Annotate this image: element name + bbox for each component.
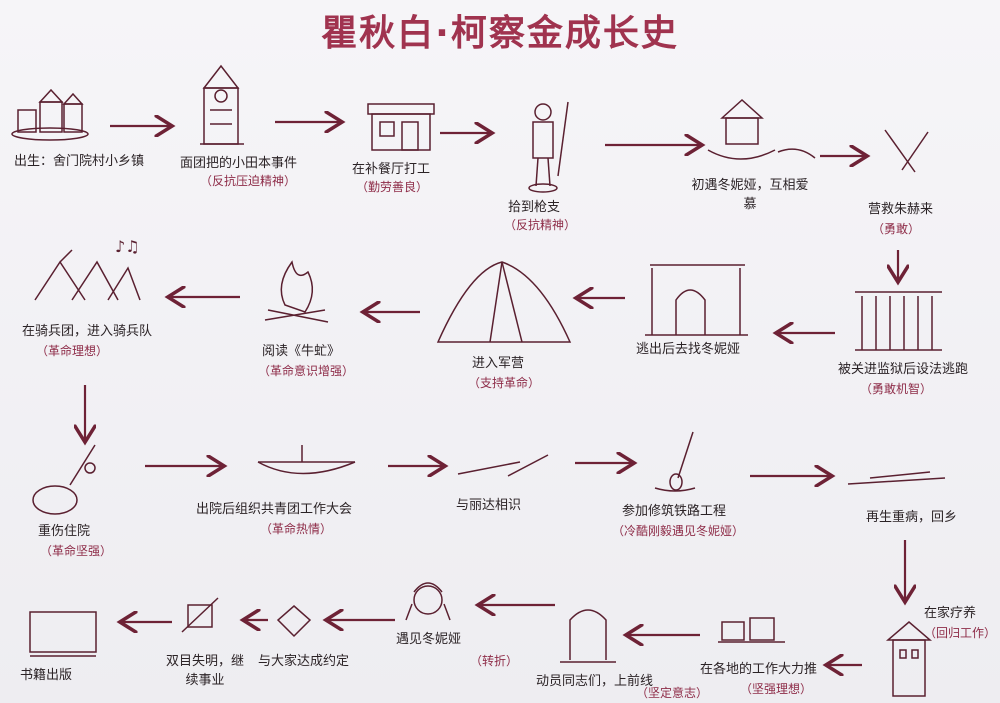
node-17-label: 在家疗养: [924, 606, 977, 621]
node-10-tag: （革命意识增强）: [258, 364, 355, 378]
node-15-tag: （冷酷刚毅遇见冬妮娅）: [612, 524, 745, 538]
village-icon: [11, 88, 89, 141]
node-4-tag: （反抗精神）: [504, 218, 577, 232]
node-17-tag: （回归工作）: [924, 626, 997, 640]
node-19-tag: （坚定意志）: [636, 686, 709, 700]
node-6-label: 营救朱赫来: [868, 202, 934, 217]
node-18-label: 在各地的工作大力推: [700, 662, 818, 677]
node-14-label: 与丽达相识: [456, 498, 522, 513]
node-11-label: 在骑兵团，进入骑兵队: [22, 324, 153, 339]
node-10-label: 阅读《牛虻》: [262, 344, 341, 359]
crossed-weapons-icon: [884, 129, 929, 173]
arched-doorway-icon: [645, 264, 748, 336]
cavalry-horses-icon: ♪♫: [34, 237, 141, 301]
book-icon: [29, 611, 97, 657]
node-7-tag: （勇敢机智）: [860, 382, 933, 396]
node-13-label: 出院后组织共青团工作大会: [196, 502, 353, 517]
soldier-with-rifle-icon: [528, 101, 569, 193]
building-icon: [885, 621, 933, 697]
node-6-tag: （勇敢）: [872, 222, 921, 236]
node-4-label: 拾到枪支: [508, 200, 561, 215]
svg-text:♪♫: ♪♫: [115, 237, 140, 256]
road-sign-icon: [276, 605, 312, 638]
shovel-icon: [654, 431, 696, 492]
clock-tower-icon: [200, 64, 244, 145]
prison-bars-icon: [855, 291, 942, 351]
node-9-tag: （支持革命）: [468, 376, 541, 390]
node-5-label: 初遇冬妮娅，互相爱慕: [691, 178, 809, 212]
diagram-title: 瞿秋白·柯察金成长史: [321, 13, 679, 54]
node-7-label: 被关进监狱后设法逃跑: [838, 362, 969, 377]
node-13-tag: （革命热情）: [260, 522, 333, 536]
assembly-crowd-icon: [257, 445, 356, 475]
node-21-label: 与大家达成约定: [258, 654, 350, 669]
wounded-soldier-icon: [32, 444, 96, 515]
node-3-label: 在补餐厅打工: [352, 162, 431, 177]
node-3-tag: （勤劳善良）: [356, 180, 429, 194]
blind-eye-icon: [181, 597, 219, 633]
node-15-label: 参加修筑铁路工程: [622, 504, 727, 519]
lying-figure-icon: [847, 471, 946, 485]
campfire-icon: [264, 260, 329, 323]
broken-stick-icon: [457, 454, 549, 477]
gravestone-icon: [560, 609, 616, 663]
girl-portrait-icon: [405, 582, 451, 621]
node-12-tag: （革命坚强）: [40, 544, 113, 558]
node-16-label: 再生重病，回乡: [866, 510, 958, 525]
desk-papers-icon: [718, 617, 785, 643]
node-22-label: 双目失明，继续事业: [165, 654, 244, 688]
node-1-label: 出生：舍门院村小乡镇: [14, 154, 145, 169]
node-2-tag: （反抗压迫精神）: [200, 174, 297, 188]
tent-icon: [436, 261, 572, 343]
node-18-tag: （坚强理想）: [740, 682, 813, 696]
node-19-label: 动员同志们，上前线: [536, 674, 654, 689]
house-with-fence-icon: [707, 98, 816, 160]
node-12-label: 重伤住院: [38, 524, 91, 539]
node-20-tag: （转折）: [470, 654, 519, 668]
node-11-tag: （革命理想）: [36, 344, 109, 358]
node-9-label: 进入军营: [472, 356, 525, 371]
shop-icon: [367, 103, 435, 151]
node-2-label: 面团把的小田本事件: [180, 156, 298, 171]
node-23-label: 书籍出版: [20, 668, 73, 683]
node-20-label: 遇见冬妮娅: [396, 632, 462, 647]
node-8-label: 逃出后去找冬妮娅: [636, 342, 741, 357]
